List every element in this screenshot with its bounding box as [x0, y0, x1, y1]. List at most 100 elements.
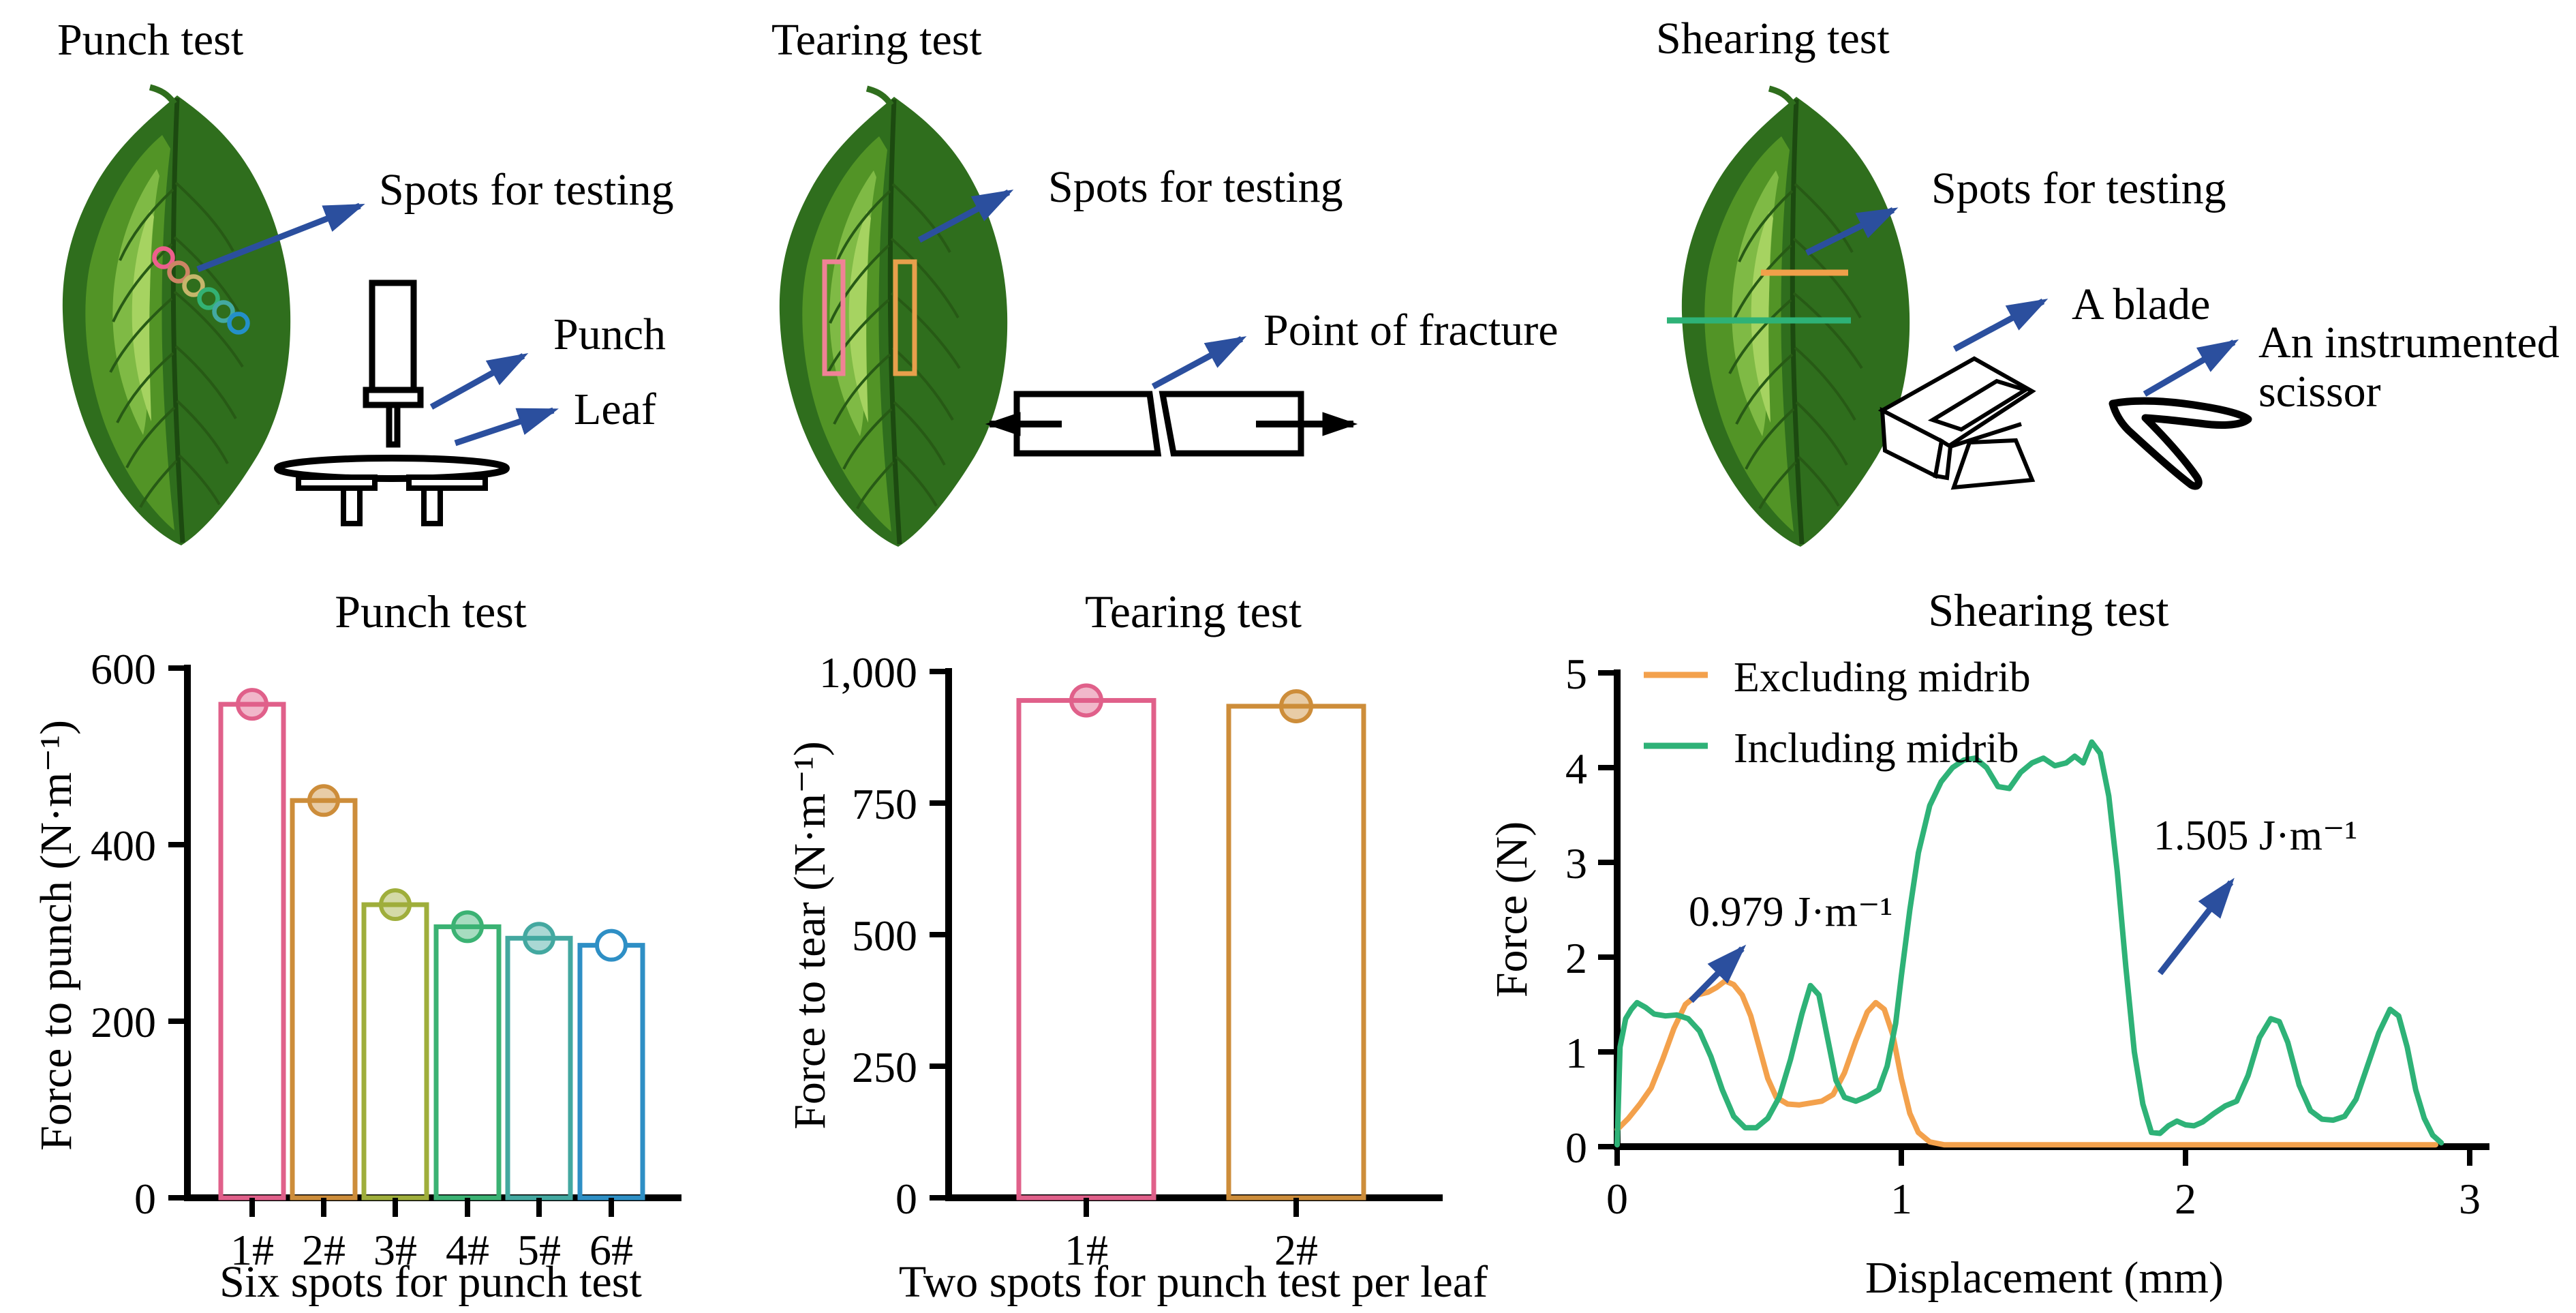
punch-cylinder — [369, 280, 417, 393]
leaf-label: Leaf — [574, 384, 656, 434]
bar-marker — [379, 888, 412, 922]
x-tick-label: 4# — [446, 1226, 489, 1274]
chart-shearing: Shearing test Force (N) Displacement (mm… — [1487, 584, 2489, 1303]
fracture-piece-right — [1159, 391, 1304, 457]
spots-arrow-icon — [917, 190, 1014, 243]
punch-pin — [386, 402, 401, 448]
y-tick-label: 1,000 — [819, 648, 917, 697]
bar-marker — [1279, 689, 1313, 723]
spots-arrow-icon — [196, 202, 365, 273]
bar — [1016, 697, 1156, 1201]
chart-title: Shearing test — [1928, 584, 2168, 636]
y-tick-label: 0 — [1565, 1123, 1587, 1172]
bar — [290, 798, 358, 1201]
fracture-label: Point of fracture — [1263, 305, 1559, 355]
leaf-arrow-icon — [454, 407, 559, 447]
y-tick-label: 1 — [1565, 1029, 1587, 1077]
x-axis-label: Two spots for punch test per leaf — [899, 1257, 1488, 1307]
punch-apparatus-sketch — [274, 280, 510, 526]
y-tick-label: 3 — [1565, 839, 1587, 888]
scissor-arrow-icon — [2143, 339, 2239, 397]
stage-legs — [296, 474, 488, 526]
spots-arrow-icon — [1805, 207, 1899, 256]
chart-punch-plot: 0 200 400 600 1# 2# 3# 4# 5# 6# — [91, 645, 681, 1274]
scissor-label-line2: scissor — [2258, 367, 2381, 417]
x-tick-label: 2# — [302, 1226, 346, 1274]
bar — [1226, 704, 1366, 1201]
y-tick-label: 5 — [1565, 650, 1587, 698]
annotation-toughness-including: 1.505 J·m⁻¹ — [2153, 813, 2357, 859]
legend-label-excluding: Excluding midrib — [1734, 654, 2031, 701]
blade-base-wedge — [1950, 438, 2036, 490]
x-axis-label: Displacement (mm) — [1865, 1253, 2224, 1303]
x-tick-label: 1 — [1890, 1175, 1912, 1223]
x-tick-label: 0 — [1606, 1175, 1628, 1223]
fracture-arrow-icon — [1151, 336, 1247, 389]
blade-under-edge — [1950, 422, 2022, 449]
blade-sketch — [1877, 356, 2036, 490]
chart-tearing-plot: 0 250 500 750 1,000 1# 2# — [819, 648, 1443, 1274]
y-axis-label: Force to punch (N·m⁻¹) — [31, 720, 81, 1151]
test-spot-circles — [152, 246, 250, 335]
y-tick-label: 0 — [895, 1175, 917, 1223]
x-tick-label: 6# — [589, 1226, 633, 1274]
x-tick-label: 3 — [2459, 1175, 2481, 1223]
x-tick-label: 1# — [230, 1226, 274, 1274]
blade-arrow-icon — [1952, 299, 2049, 352]
annotation-arrow-icon — [2157, 877, 2235, 976]
blade-slot — [1927, 378, 2031, 432]
spots-label-shearing: Spots for testing — [1931, 164, 2226, 213]
punch-label: Punch — [553, 310, 666, 359]
test-strip-rect-1 — [822, 259, 846, 376]
x-tick-label: 5# — [517, 1226, 561, 1274]
x-tick-label: 1# — [1064, 1226, 1108, 1274]
blade-front-face — [1933, 438, 1953, 481]
y-axis-label: Force to tear (N·m⁻¹) — [785, 741, 835, 1130]
x-tick-label: 3# — [373, 1226, 417, 1274]
bar-marker — [1069, 683, 1103, 718]
test-spot-circle — [167, 260, 190, 284]
leaf-illustration-punch — [63, 87, 290, 545]
chart-tearing: Tearing test Force to tear (N·m⁻¹) Two s… — [785, 586, 1488, 1307]
legend-label-including: Including midrib — [1734, 725, 2019, 772]
panel-title-punch: Punch test — [57, 15, 243, 65]
spots-label-punch: Spots for testing — [379, 165, 674, 215]
chart-title: Tearing test — [1085, 586, 1302, 637]
y-tick-label: 750 — [852, 780, 917, 828]
y-tick-label: 250 — [852, 1043, 917, 1091]
y-tick-label: 0 — [134, 1175, 156, 1223]
panel-shearing-diagram: Shearing test Spots for testing A blade … — [1656, 14, 2560, 547]
blade-label: A blade — [2072, 280, 2210, 329]
test-spot-circle — [227, 312, 250, 335]
series-curve-including — [1614, 739, 2444, 1148]
y-tick-label: 200 — [91, 998, 156, 1046]
y-tick-label: 500 — [852, 911, 917, 960]
y-tick-label: 4 — [1565, 744, 1587, 793]
bar-marker — [595, 929, 628, 962]
chart-shearing-plot: 0 1 2 3 4 5 0 1 2 3 — [1565, 650, 2489, 1223]
chart-title: Punch test — [335, 586, 527, 637]
annotation-toughness-excluding: 0.979 J·m⁻¹ — [1689, 889, 1892, 935]
y-tick-label: 2 — [1565, 934, 1587, 982]
bar — [433, 924, 502, 1201]
bar — [577, 943, 645, 1201]
x-axis-label: Six spots for punch test — [219, 1257, 642, 1307]
x-tick-label: 2# — [1274, 1226, 1318, 1274]
y-tick-label: 400 — [91, 821, 156, 870]
panel-title-tearing: Tearing test — [771, 15, 982, 65]
y-axis-label: Force (N) — [1487, 821, 1537, 997]
bar-marker — [307, 784, 340, 817]
x-tick-label: 2 — [2175, 1175, 2196, 1223]
punch-arrow-icon — [429, 352, 529, 410]
bar — [505, 935, 573, 1201]
annotation-arrow-icon — [1689, 944, 1747, 1003]
bar-marker — [236, 688, 269, 721]
test-spot-circle — [197, 287, 220, 310]
series-curve-excluding — [1614, 978, 2438, 1148]
y-tick-label: 600 — [91, 645, 156, 693]
bar-marker — [523, 922, 555, 955]
bar — [361, 902, 429, 1201]
bar — [218, 701, 286, 1201]
test-spot-circle — [212, 300, 235, 323]
